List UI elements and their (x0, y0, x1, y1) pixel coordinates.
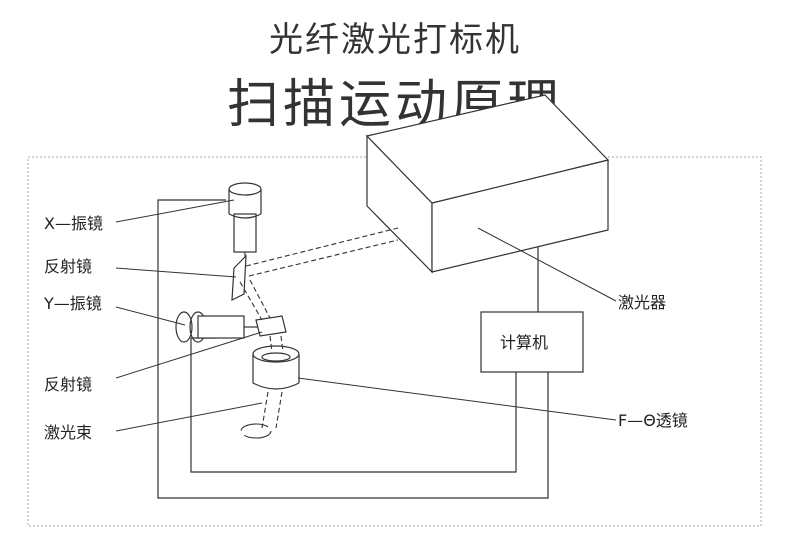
label-reflector-2: 反射镜 (44, 375, 92, 394)
leader-reflector-2 (115, 331, 263, 379)
reflector-2 (255, 315, 287, 337)
reflector-1 (231, 254, 247, 302)
leader-laser-beam (115, 402, 263, 432)
label-laser-beam: 激光束 (44, 423, 92, 442)
laser-beam-spot (240, 423, 272, 439)
outer-frame (27, 156, 762, 527)
leader-y-galvo (115, 306, 186, 326)
y-galvo-motor (175, 311, 258, 343)
label-x-galvo: X—振镜 (44, 214, 103, 233)
computer-box (480, 311, 584, 373)
leader-x-galvo (115, 199, 235, 223)
label-y-galvo: Y—振镜 (43, 294, 102, 313)
leader-reflector-1 (115, 267, 237, 278)
x-galvo-motor (228, 182, 262, 266)
control-wire-inner (190, 337, 517, 473)
label-laser: 激光器 (618, 293, 666, 312)
leader-f-theta (297, 377, 617, 421)
diagram-title: 光纤激光打标机 (269, 20, 521, 60)
f-theta-lens (252, 345, 300, 390)
beam-path (239, 227, 399, 429)
leader-laser (477, 227, 617, 302)
label-f-theta: F—Θ透镜 (618, 411, 688, 430)
control-wire-outer (157, 199, 549, 499)
label-computer: 计算机 (500, 333, 548, 352)
laser-box (365, 94, 610, 274)
label-reflector-1: 反射镜 (44, 257, 92, 276)
